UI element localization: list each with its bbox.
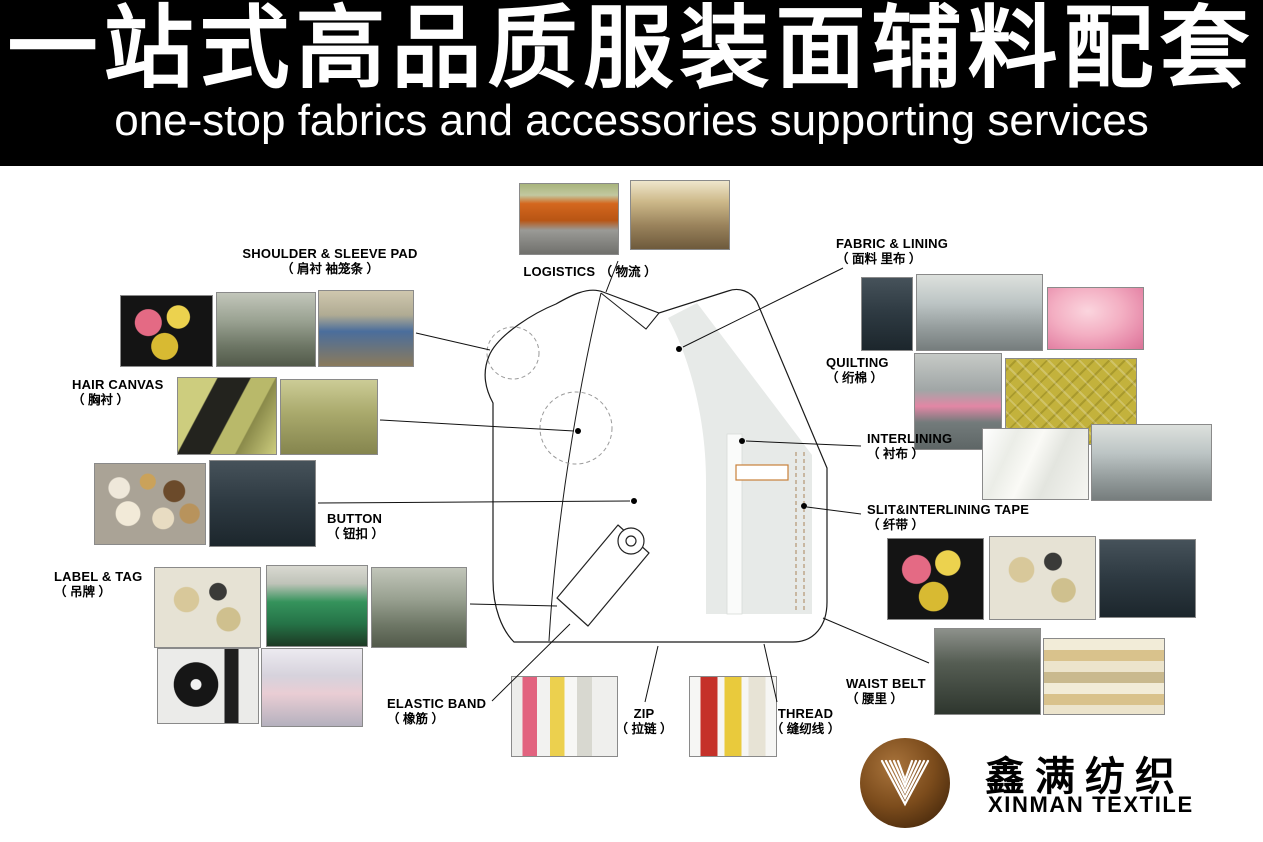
photo-labels-tags (154, 567, 261, 648)
connector-shoulder-pad (415, 332, 491, 351)
label-elastic-band: ELASTIC BAND （ 橡筋 ） (387, 696, 486, 727)
label-thread: THREAD （ 缝纫线 ） (748, 706, 863, 737)
jacket-front-panel (668, 303, 812, 614)
label-logistics: LOGISTICS （ 物流 ） (460, 261, 720, 281)
label-en: LOGISTICS (523, 264, 596, 279)
photo-waistbelt-machine (934, 628, 1041, 715)
photo-haircanvas-samples (177, 377, 277, 455)
company-logo-icon (858, 736, 952, 830)
photo-elastic-factory (261, 648, 363, 727)
jacket-outline (484, 288, 828, 643)
label-shoulder-pad: SHOULDER & SLEEVE PAD （ 肩衬 袖笼条 ） (195, 246, 465, 277)
label-en: ELASTIC BAND (387, 696, 487, 711)
label-waist-belt: WAIST BELT （ 腰里 ） (846, 676, 926, 707)
label-fabric-lining: FABRIC & LINING （ 面料 里布 ） (836, 236, 948, 267)
company-name-cn: 鑫满纺织 (985, 755, 1185, 799)
photo-interlining-fabric (982, 428, 1089, 500)
photo-shoulder-worker (318, 290, 414, 367)
photo-buttons (94, 463, 206, 545)
label-cn: （ 橡筋 ） (387, 712, 444, 726)
label-quilting: QUILTING （ 绗棉 ） (826, 355, 889, 386)
photo-waistbelt-samples (1043, 638, 1165, 715)
photo-shoulder-pads (120, 295, 213, 367)
photo-label-machine-1 (266, 565, 368, 647)
label-cn: （ 吊牌 ） (54, 585, 111, 599)
jacket-placket (726, 433, 743, 615)
label-interlining: INTERLINING （ 衬布 ） (867, 431, 952, 462)
photo-thread-cones (689, 676, 777, 757)
label-cn: （ 面料 里布 ） (836, 252, 922, 266)
label-label-tag: LABEL & TAG （ 吊牌 ） (54, 569, 142, 600)
label-en: HAIR CANVAS (72, 377, 164, 392)
label-en: SHOULDER & SLEEVE PAD (242, 246, 418, 261)
connector-label-tag (469, 603, 558, 607)
label-en: BUTTON (327, 511, 383, 526)
photo-tape-reels (887, 538, 984, 620)
label-en: ZIP (633, 706, 655, 721)
jacket-pocket (735, 464, 789, 481)
connector-interlining (745, 440, 862, 447)
label-cn: （ 衬布 ） (867, 447, 924, 461)
photo-elastic-spool (157, 648, 259, 724)
photo-tape-machine (1099, 539, 1196, 618)
connector-hair-canvas (379, 419, 575, 432)
label-en: THREAD (777, 706, 834, 721)
label-cn: （ 肩衬 袖笼条 ） (281, 262, 379, 276)
photo-fabric-machine (861, 277, 913, 351)
label-cn: （ 缝纫线 ） (770, 722, 841, 736)
label-zip: ZIP （ 拉链 ） (589, 706, 699, 737)
connector-slit-tape (806, 506, 862, 515)
connector-button (317, 500, 631, 504)
label-cn: （ 钮扣 ） (327, 527, 384, 541)
photo-fabric-satin (1047, 287, 1144, 350)
label-cn: （ 纤带 ） (867, 518, 924, 532)
label-hair-canvas: HAIR CANVAS （ 胸衬 ） (72, 377, 164, 408)
jacket-lapel-edge (548, 292, 602, 642)
page-title: 一站式高品质服装面辅料配套 (7, 0, 1256, 99)
connector-waist-belt (822, 617, 930, 664)
label-cn: （ 腰里 ） (846, 692, 903, 706)
photo-fabric-workshop (916, 274, 1043, 351)
label-cn: （ 绗棉 ） (826, 371, 883, 385)
photo-tape-rolls (989, 536, 1096, 620)
photo-haircanvas-factory (280, 379, 378, 455)
photo-shoulder-factory (216, 292, 316, 367)
connector-dots (575, 346, 807, 509)
photo-button-machine (209, 460, 316, 547)
header-banner: 一站式高品质服装面辅料配套 one-stop fabrics and acces… (0, 0, 1263, 166)
jacket-collar (600, 292, 660, 330)
photo-logistics-truck (519, 183, 619, 255)
page-subtitle: one-stop fabrics and accessories support… (114, 96, 1149, 146)
company-name-en: XINMAN TEXTILE (988, 792, 1194, 817)
photo-label-machine-2 (371, 567, 467, 648)
photo-interlining-factory (1091, 424, 1212, 501)
label-cn: （ 物流 ） (599, 265, 657, 279)
label-en: INTERLINING (867, 431, 953, 446)
label-en: WAIST BELT (846, 676, 926, 691)
label-en: QUILTING (826, 355, 889, 370)
shoulder-dashed-circle (486, 326, 540, 380)
label-slit-tape: SLIT&INTERLINING TAPE （ 纤带 ） (867, 502, 1029, 533)
label-en: LABEL & TAG (54, 569, 143, 584)
connector-zip (644, 645, 659, 703)
photo-logistics-warehouse (630, 180, 730, 250)
label-cn: （ 胸衬 ） (72, 393, 129, 407)
chest-dashed-circle (539, 391, 613, 465)
label-cn: （ 拉链 ） (615, 722, 673, 736)
seam-dashed-lines (795, 452, 805, 612)
cuff-piece (556, 524, 650, 627)
label-button: BUTTON （ 钮扣 ） (327, 511, 384, 542)
label-en: SLIT&INTERLINING TAPE (867, 502, 1030, 517)
label-en: FABRIC & LINING (836, 236, 949, 251)
